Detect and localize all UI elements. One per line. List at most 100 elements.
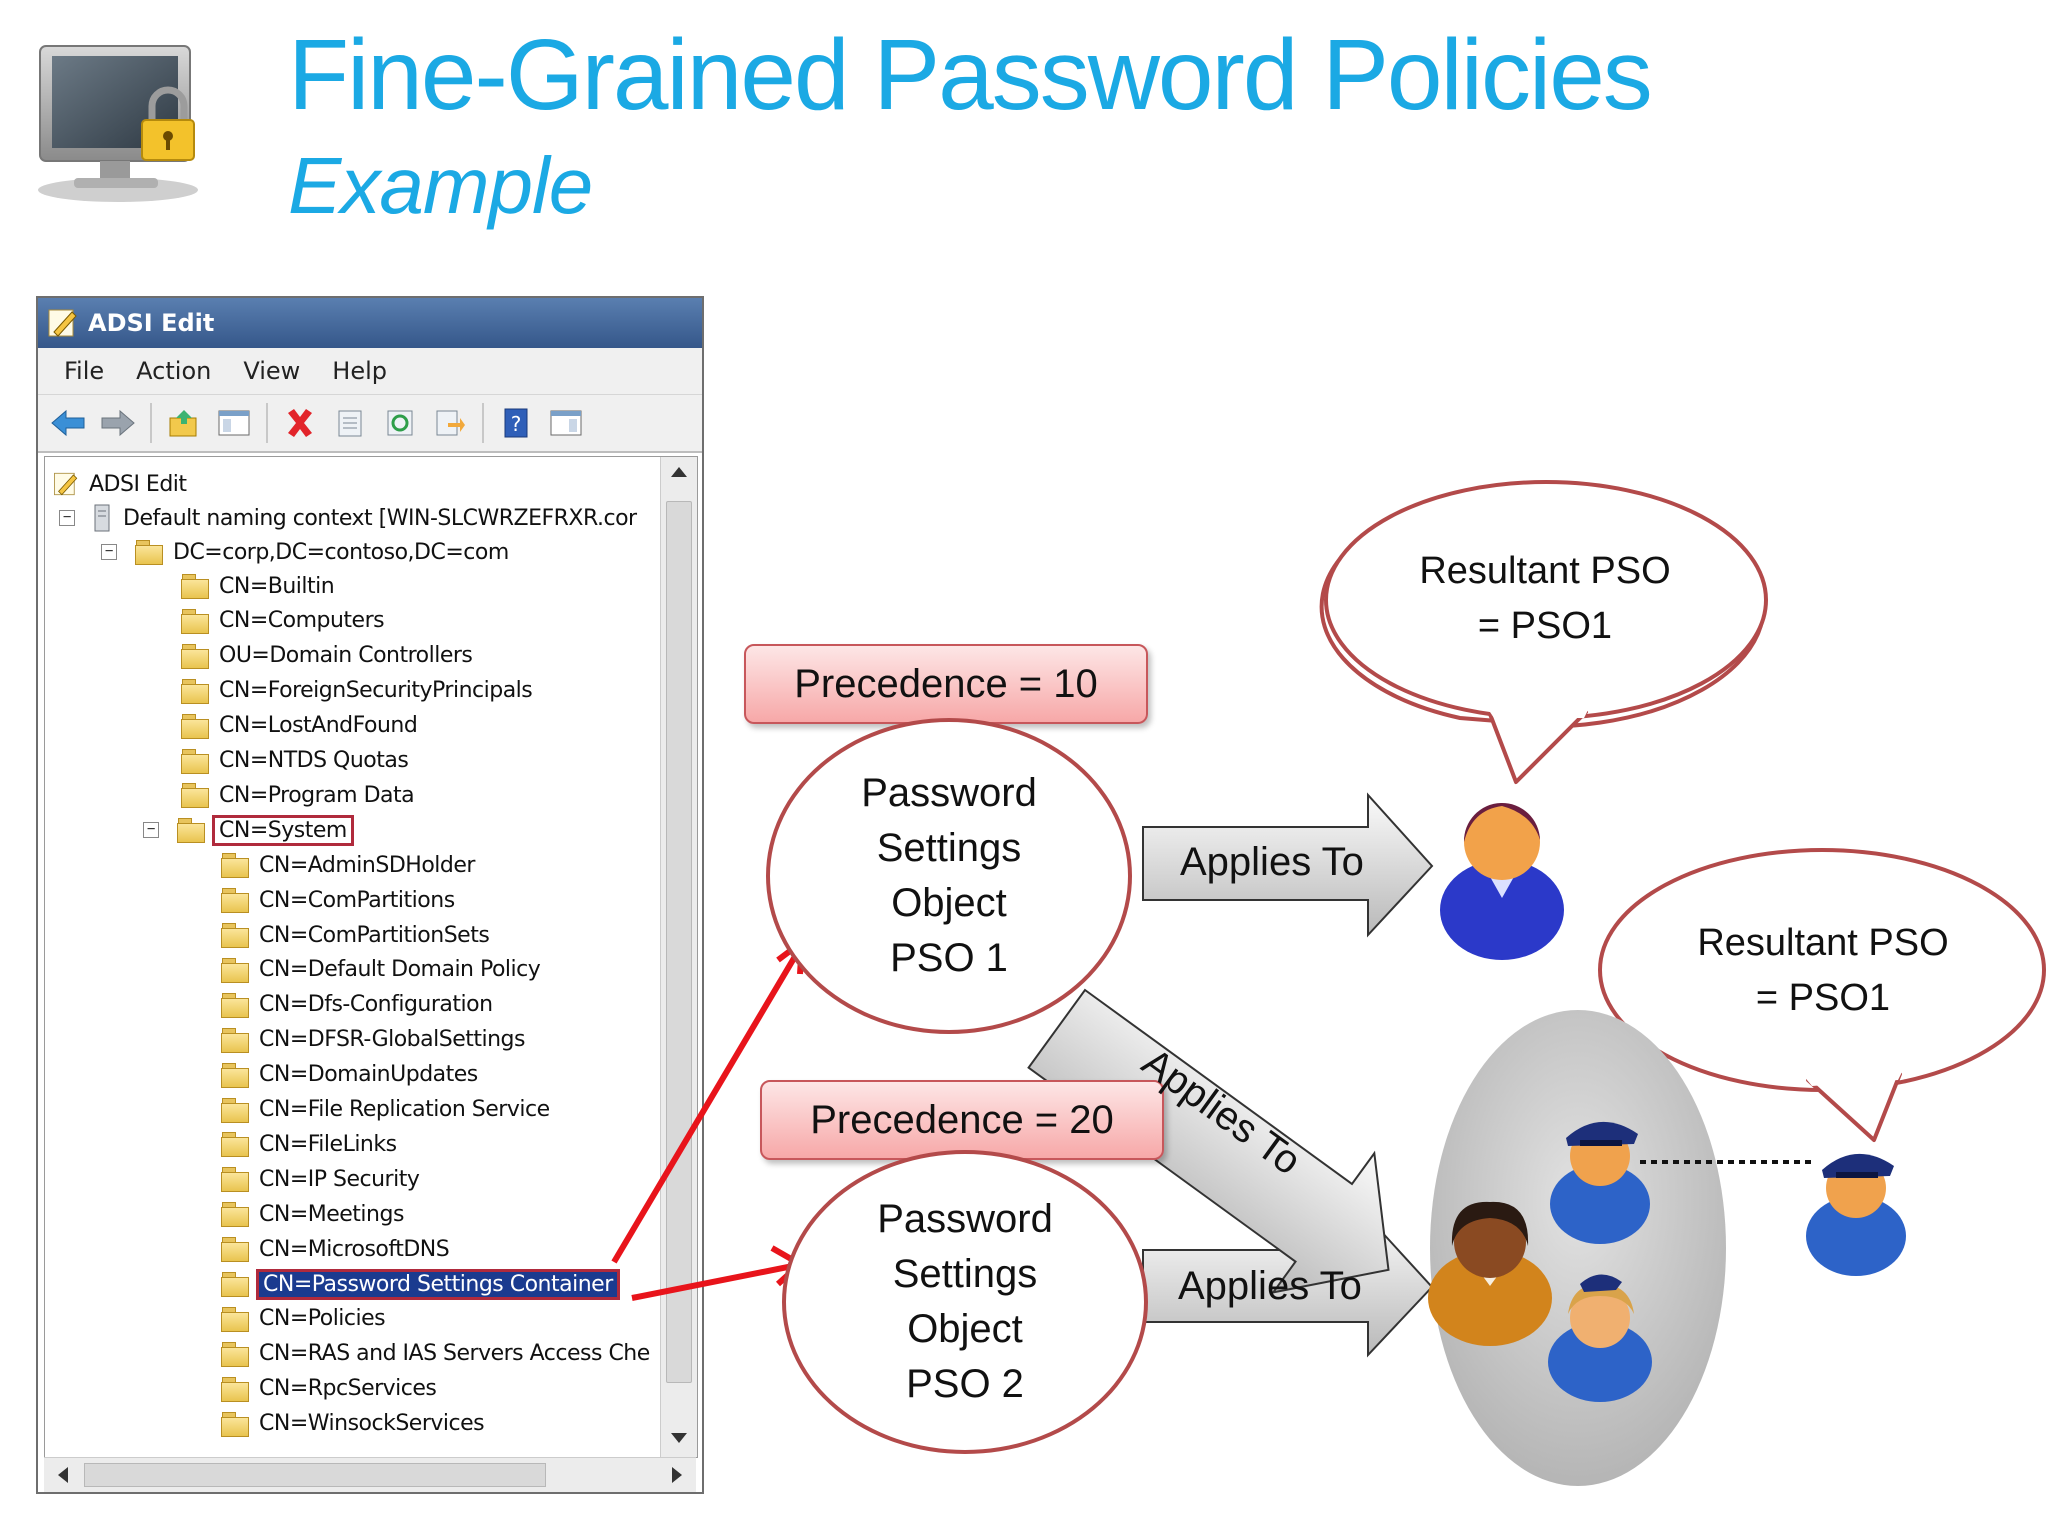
tree-item-label: CN=WinsockServices — [259, 1411, 485, 1437]
folder-icon — [221, 1411, 249, 1437]
folder-icon — [221, 923, 249, 948]
scroll-up-icon[interactable] — [661, 457, 697, 487]
tree-item[interactable]: CN=RpcServices — [221, 1372, 437, 1406]
tree-item[interactable]: CN=DFSR-GlobalSettings — [221, 1023, 525, 1057]
pilot-icon-1 — [1550, 1121, 1650, 1244]
tree-item-system[interactable]: − CN=System — [143, 813, 354, 847]
pso2-line-2: Settings — [892, 1252, 1038, 1296]
slide-title: Fine-Grained Password Policies — [288, 19, 1653, 131]
tree-item[interactable]: OU=Domain Controllers — [181, 639, 473, 673]
tree-item[interactable]: CN=Computers — [181, 604, 385, 638]
precedence-10-label: Precedence = 10 — [744, 644, 1148, 724]
tree-item[interactable]: CN=Meetings — [221, 1197, 404, 1231]
tree-item-label: CN=Builtin — [219, 573, 335, 599]
menu-file[interactable]: File — [64, 357, 105, 385]
tree-item-label: OU=Domain Controllers — [219, 643, 473, 669]
collapse-toggle-icon[interactable]: − — [59, 510, 75, 526]
toolbar-separator — [266, 403, 268, 443]
adsi-edit-window: ADSI Edit File Action View Help — [36, 296, 704, 1494]
tree-item-label: CN=DFSR-GlobalSettings — [259, 1027, 525, 1053]
resultant-user-line-2: = PSO1 — [1477, 605, 1613, 647]
pso1-line-4: PSO 1 — [890, 936, 1008, 980]
tree-item[interactable]: CN=Dfs-Configuration — [221, 988, 493, 1022]
pso1-circle: Password Settings Object PSO 1 — [766, 718, 1132, 1034]
scroll-down-icon[interactable] — [661, 1423, 697, 1453]
flight-attendant-icon — [1548, 1274, 1652, 1402]
tree-root[interactable]: ADSI Edit — [51, 467, 187, 501]
tree-item[interactable]: CN=AdminSDHolder — [221, 848, 475, 882]
scroll-left-icon[interactable] — [48, 1458, 78, 1492]
folder-icon — [221, 1167, 249, 1193]
back-arrow-icon[interactable] — [46, 401, 90, 445]
server-icon — [94, 504, 110, 532]
tree-item[interactable]: CN=DomainUpdates — [221, 1058, 478, 1092]
tree-item-label: CN=DomainUpdates — [259, 1062, 478, 1088]
folder-icon — [135, 540, 163, 565]
tree-naming-context-label: Default naming context [WIN-SLCWRZEFRXR.… — [123, 505, 637, 531]
show-hide-console-tree-icon[interactable] — [212, 401, 256, 445]
delete-icon[interactable] — [278, 401, 322, 445]
folder-icon — [221, 1132, 249, 1158]
menu-help[interactable]: Help — [332, 357, 388, 385]
tree-item[interactable]: CN=NTDS Quotas — [181, 744, 409, 778]
pso1-line-1: Password — [861, 771, 1037, 815]
tree-item[interactable]: CN=Builtin — [181, 569, 335, 603]
tree-item[interactable]: CN=ComPartitionSets — [221, 918, 490, 952]
toolbar-separator — [482, 403, 484, 443]
refresh-icon[interactable] — [378, 401, 422, 445]
collapse-toggle-icon[interactable]: − — [143, 822, 159, 839]
folder-icon — [221, 1027, 249, 1053]
tree-item[interactable]: CN=Default Domain Policy — [221, 953, 541, 987]
window-titlebar[interactable]: ADSI Edit — [38, 298, 702, 348]
applies-to-label-2: Applies To — [1178, 1264, 1362, 1308]
tree-item[interactable]: CN=File Replication Service — [221, 1093, 550, 1127]
resultant-pso-user: Resultant PSO = PSO1 — [1380, 544, 1710, 654]
tree-item-label: CN=MicrosoftDNS — [259, 1236, 450, 1262]
up-folder-icon[interactable] — [162, 401, 206, 445]
applies-to-label-1: Applies To — [1180, 840, 1364, 884]
forward-arrow-icon[interactable] — [96, 401, 140, 445]
folder-icon — [177, 818, 205, 844]
tree-item-label: CN=RAS and IAS Servers Access Che — [259, 1341, 650, 1367]
tree-item-label: CN=Dfs-Configuration — [259, 992, 493, 1018]
horizontal-scroll-thumb[interactable] — [84, 1463, 546, 1487]
tree-item-label: CN=Meetings — [259, 1201, 404, 1227]
console-tree: ADSI Edit − Default naming context [WIN-… — [44, 456, 698, 1458]
tree-item[interactable]: CN=Program Data — [181, 778, 415, 812]
tree-item[interactable]: CN=Policies — [221, 1302, 386, 1336]
folder-icon — [221, 1376, 249, 1402]
tree-item-system-label: CN=System — [212, 814, 354, 846]
vertical-scroll-thumb[interactable] — [666, 501, 692, 1383]
help-icon[interactable]: ? — [494, 401, 538, 445]
scroll-right-icon[interactable] — [662, 1458, 692, 1492]
tree-naming-context[interactable]: − Default naming context [WIN-SLCWRZEFRX… — [59, 501, 637, 535]
show-hide-action-pane-icon[interactable] — [544, 401, 588, 445]
properties-icon[interactable] — [328, 401, 372, 445]
tree-item[interactable]: CN=FileLinks — [221, 1127, 397, 1161]
tree-item-label: CN=IP Security — [259, 1166, 420, 1192]
collapse-toggle-icon[interactable]: − — [101, 544, 117, 560]
tree-item[interactable]: CN=IP Security — [221, 1162, 420, 1196]
folder-icon — [221, 1097, 249, 1123]
tree-item[interactable]: CN=WinsockServices — [221, 1407, 485, 1441]
tree-domain[interactable]: − DC=corp,DC=contoso,DC=com — [101, 535, 509, 569]
pso2-line-4: PSO 2 — [906, 1362, 1024, 1406]
menu-view[interactable]: View — [243, 357, 301, 385]
resultant-group-line-1: Resultant PSO — [1697, 922, 1949, 964]
tree-item-label: CN=ComPartitions — [259, 887, 455, 913]
tree-item[interactable]: CN=ComPartitions — [221, 883, 455, 917]
tree-item[interactable]: CN=MicrosoftDNS — [221, 1232, 450, 1266]
tree-item[interactable]: CN=RAS and IAS Servers Access Che — [221, 1337, 650, 1371]
resultant-user-line-1: Resultant PSO — [1419, 550, 1671, 592]
export-list-icon[interactable] — [428, 401, 472, 445]
folder-icon — [181, 574, 209, 599]
adsi-edit-node-icon — [54, 472, 78, 496]
tree-item[interactable]: CN=ForeignSecurityPrincipals — [181, 674, 533, 708]
folder-icon — [221, 888, 249, 914]
menu-action[interactable]: Action — [136, 357, 212, 385]
tree-item-password-settings-container[interactable]: CN=Password Settings Container — [221, 1267, 620, 1301]
tree-item[interactable]: CN=LostAndFound — [181, 709, 418, 743]
horizontal-scrollbar[interactable] — [44, 1457, 696, 1492]
tree-item-label: CN=Program Data — [219, 782, 415, 808]
